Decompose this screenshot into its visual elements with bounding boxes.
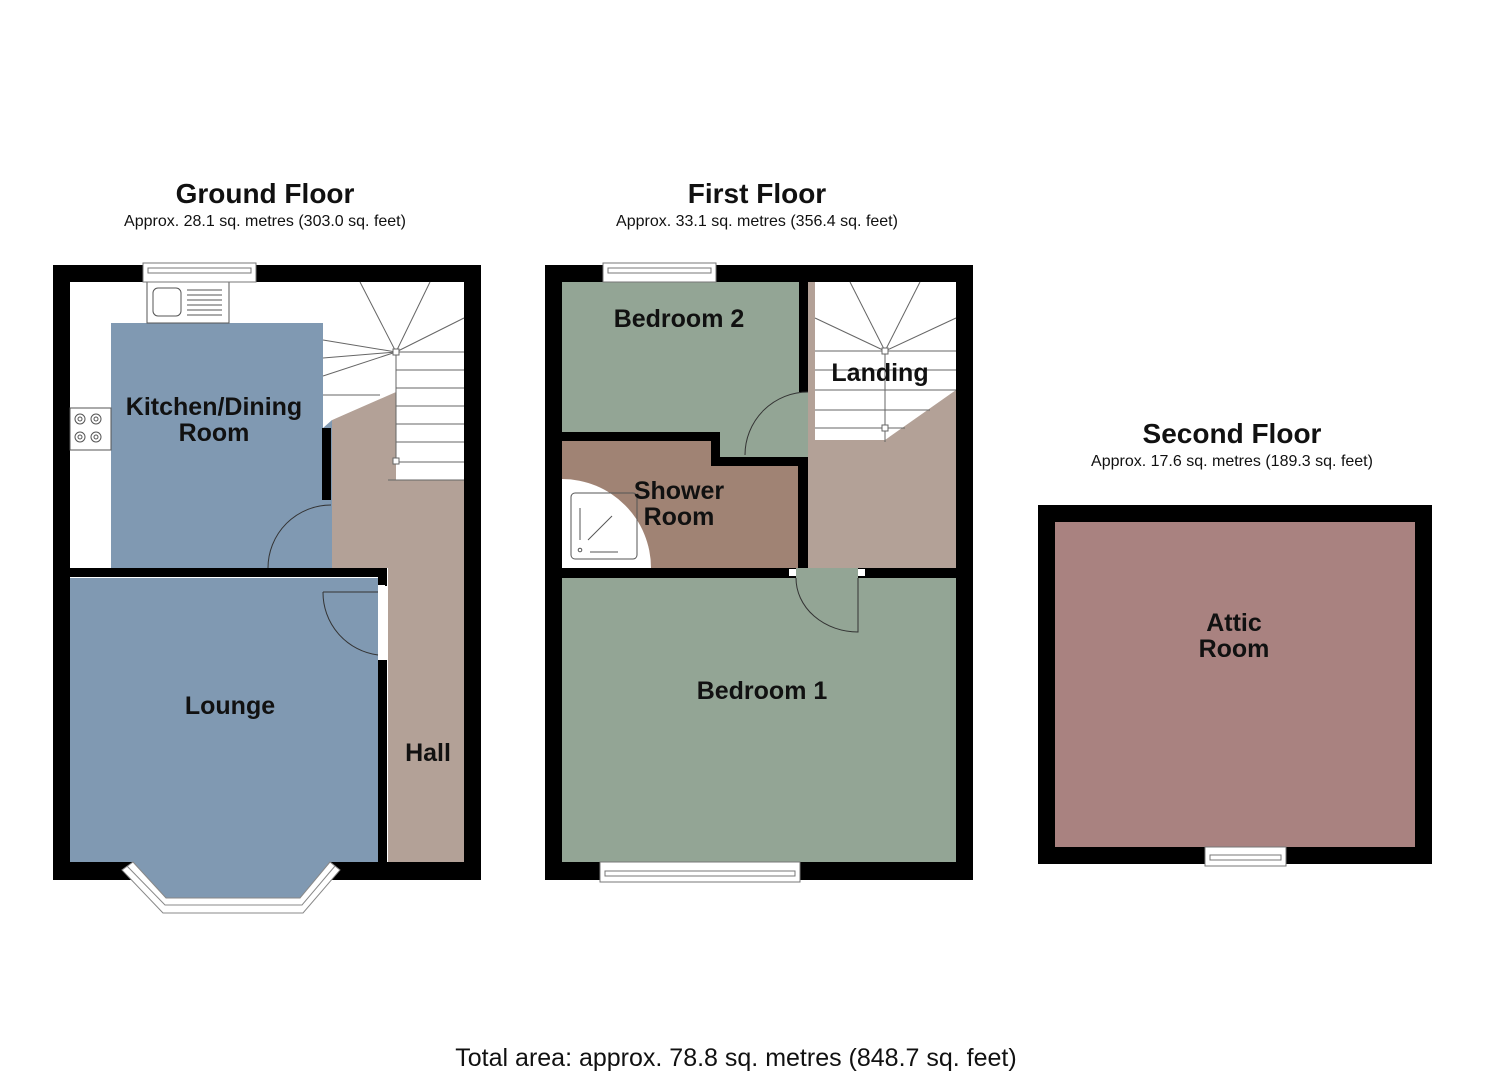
first-floor-plan: Bedroom 2 Landing Shower Room Bedroom 1 [545,262,973,883]
first-floor-area: Approx. 33.1 sq. metres (356.4 sq. feet) [616,213,898,230]
kitchen-dining-room-floor [111,323,332,568]
lounge-floor [70,578,378,898]
total-area: Total area: approx. 78.8 sq. metres (848… [455,1044,1017,1072]
kitchen-dining-label: Kitchen/Dining [126,393,302,421]
second-floor-title: Second Floor [1142,418,1322,449]
bedroom-1-label: Bedroom 1 [697,677,828,705]
second-floor-area: Approx. 17.6 sq. metres (189.3 sq. feet) [1091,453,1373,470]
landing-label: Landing [831,359,928,387]
first-window-top [602,262,717,283]
lounge-door-icon [322,591,379,656]
second-floor-plan: Attic Room [1038,505,1432,867]
attic-room-floor [1055,522,1415,847]
attic-label: Attic [1206,609,1262,637]
first-window-bottom [599,861,801,883]
ground-window-top [142,262,257,283]
first-floor-title: First Floor [687,178,827,209]
kitchen-sink-icon [146,281,230,324]
ground-floor-area: Approx. 28.1 sq. metres (303.0 sq. feet) [124,213,406,230]
hall-label: Hall [405,739,451,767]
kitchen-dining-label-line2: Room [179,419,250,447]
shower-tray-icon [562,479,651,568]
bedroom-1-door-icon [795,577,859,633]
hob-icon [69,407,112,451]
hall-floor [332,392,464,862]
kitchen-door-icon [267,504,332,569]
ground-stairs [322,281,465,481]
bedroom-1-floor [562,578,956,862]
attic-window [1204,846,1287,867]
first-stairs [814,281,957,442]
shower-room-label-line2: Room [644,503,715,531]
ground-floor-plan: Kitchen/Dining Room Lounge Hall [53,262,481,914]
lounge-label: Lounge [185,692,275,720]
ground-floor-title: Ground Floor [175,178,355,209]
shower-room-label: Shower [634,477,725,505]
bedroom-2-door-icon [744,391,809,456]
bedroom-2-label: Bedroom 2 [614,305,745,333]
attic-label-line2: Room [1199,635,1270,663]
bay-window [121,861,341,914]
